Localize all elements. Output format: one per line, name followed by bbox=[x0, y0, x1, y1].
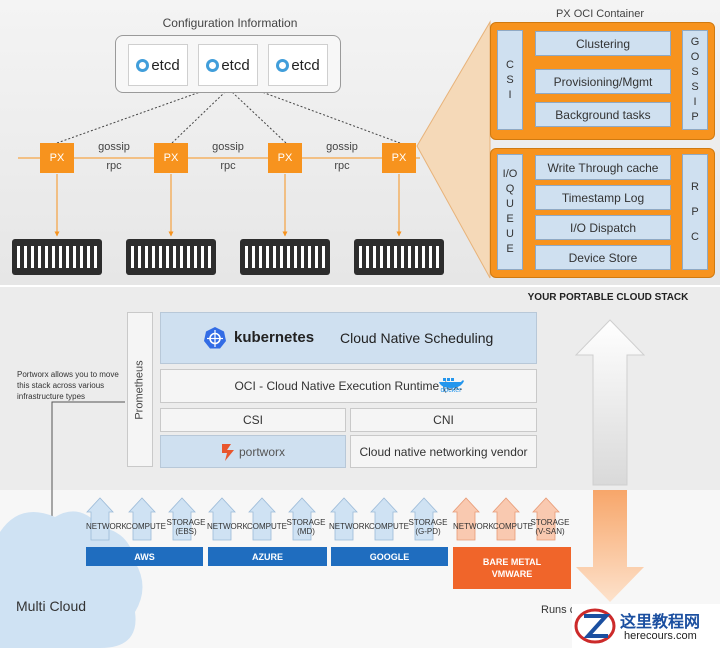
rpc-label: rpc bbox=[106, 160, 122, 172]
azure-network: NETWORK bbox=[207, 522, 248, 531]
networking-vendor-layer: Cloud native networking vendor bbox=[350, 435, 537, 468]
gossip-label: gossip bbox=[212, 141, 244, 153]
multi-cloud-shape bbox=[0, 511, 143, 648]
watermark-logo-icon bbox=[574, 608, 616, 644]
cloud-native-scheduling: Cloud Native Scheduling bbox=[340, 330, 494, 346]
google-network: NETWORK bbox=[329, 522, 370, 531]
azure-compute: COMPUTE bbox=[247, 522, 287, 531]
etcd-icon bbox=[136, 58, 150, 72]
bare-metal-network: NETWORK bbox=[453, 522, 494, 531]
portworx-layer: portworx bbox=[160, 435, 346, 468]
aws-bar: AWS bbox=[86, 547, 203, 566]
azure-bar: AZURE bbox=[208, 547, 327, 566]
storage-arrows bbox=[54, 174, 402, 237]
etcd-node: etcd bbox=[198, 44, 258, 86]
aws-compute: COMPUTE bbox=[126, 522, 166, 531]
oci-runtime-layer: OCI - Cloud Native Execution Runtime (ex… bbox=[160, 369, 537, 403]
etcd-label: etcd bbox=[221, 56, 250, 74]
portworx-label: portworx bbox=[238, 444, 285, 459]
watermark-url: herecours.com bbox=[624, 630, 697, 642]
docker-icon: docker bbox=[437, 376, 465, 396]
gossip-label: gossip bbox=[98, 141, 130, 153]
oci-title: PX OCI Container bbox=[555, 8, 645, 20]
etcd-label: etcd bbox=[151, 56, 180, 74]
oci-runtime-label: OCI - Cloud Native Execution Runtime (ex… bbox=[234, 379, 463, 393]
storage-server bbox=[354, 239, 444, 275]
storage-server bbox=[126, 239, 216, 275]
portworx-icon bbox=[221, 443, 234, 461]
oci-timestamp-log: Timestamp Log bbox=[535, 185, 671, 210]
oci-device-store: Device Store bbox=[535, 245, 671, 270]
google-bar: GOOGLE bbox=[331, 547, 448, 566]
px-node: PX bbox=[40, 143, 74, 173]
etcd-icon bbox=[276, 58, 290, 72]
down-arrow bbox=[576, 490, 644, 602]
etcd-icon bbox=[206, 58, 220, 72]
csi-layer: CSI bbox=[160, 408, 346, 432]
etcd-label: etcd bbox=[291, 56, 320, 74]
stack-title: YOUR PORTABLE CLOUD STACK bbox=[527, 292, 689, 303]
multi-cloud-label: Multi Cloud bbox=[16, 598, 87, 614]
oci-clustering: Clustering bbox=[535, 31, 671, 56]
docker-label: docker bbox=[440, 387, 462, 394]
etcd-node: etcd bbox=[268, 44, 328, 86]
up-arrow bbox=[574, 319, 646, 486]
watermark-cn: 这里教程网 bbox=[620, 612, 701, 631]
storage-server bbox=[240, 239, 330, 275]
etcd-node: etcd bbox=[128, 44, 188, 86]
watermark: 这里教程网 herecours.com bbox=[572, 604, 720, 648]
aws-storage: STORAGE(EBS) bbox=[166, 518, 206, 536]
prometheus-box bbox=[127, 312, 153, 467]
gossip-label: gossip bbox=[326, 141, 358, 153]
cni-layer: CNI bbox=[350, 408, 537, 432]
oci-write-through-cache: Write Through cache bbox=[535, 155, 671, 180]
bare-metal-storage: STORAGE(V-SAN) bbox=[530, 518, 570, 536]
google-storage: STORAGE(G-PD) bbox=[408, 518, 448, 536]
config-links bbox=[56, 91, 401, 144]
prometheus-label: Prometheus bbox=[134, 359, 146, 420]
rpc-label: rpc bbox=[220, 160, 236, 172]
aws-network: NETWORK bbox=[86, 522, 127, 531]
google-compute: COMPUTE bbox=[369, 522, 409, 531]
oci-background-tasks: Background tasks bbox=[535, 102, 671, 127]
rpc-label: rpc bbox=[334, 160, 350, 172]
px-node: PX bbox=[154, 143, 188, 173]
provider-arrows bbox=[86, 497, 560, 541]
kubernetes-icon bbox=[204, 327, 226, 349]
bare-metal-compute: COMPUTE bbox=[493, 522, 533, 531]
runs-label: Runs c bbox=[541, 604, 576, 616]
config-title: Configuration Information bbox=[162, 16, 298, 30]
px-node: PX bbox=[382, 143, 416, 173]
portability-note: Portworx allows you to move this stack a… bbox=[17, 370, 119, 401]
px-node: PX bbox=[268, 143, 302, 173]
note-pointer bbox=[51, 401, 125, 522]
azure-storage: STORAGE(MD) bbox=[286, 518, 326, 536]
oci-io-dispatch: I/O Dispatch bbox=[535, 215, 671, 240]
oci-provisioning: Provisioning/Mgmt bbox=[535, 69, 671, 94]
bottom-graphics bbox=[0, 319, 646, 648]
kubernetes-label: kubernetes bbox=[234, 329, 315, 346]
storage-server bbox=[12, 239, 102, 275]
